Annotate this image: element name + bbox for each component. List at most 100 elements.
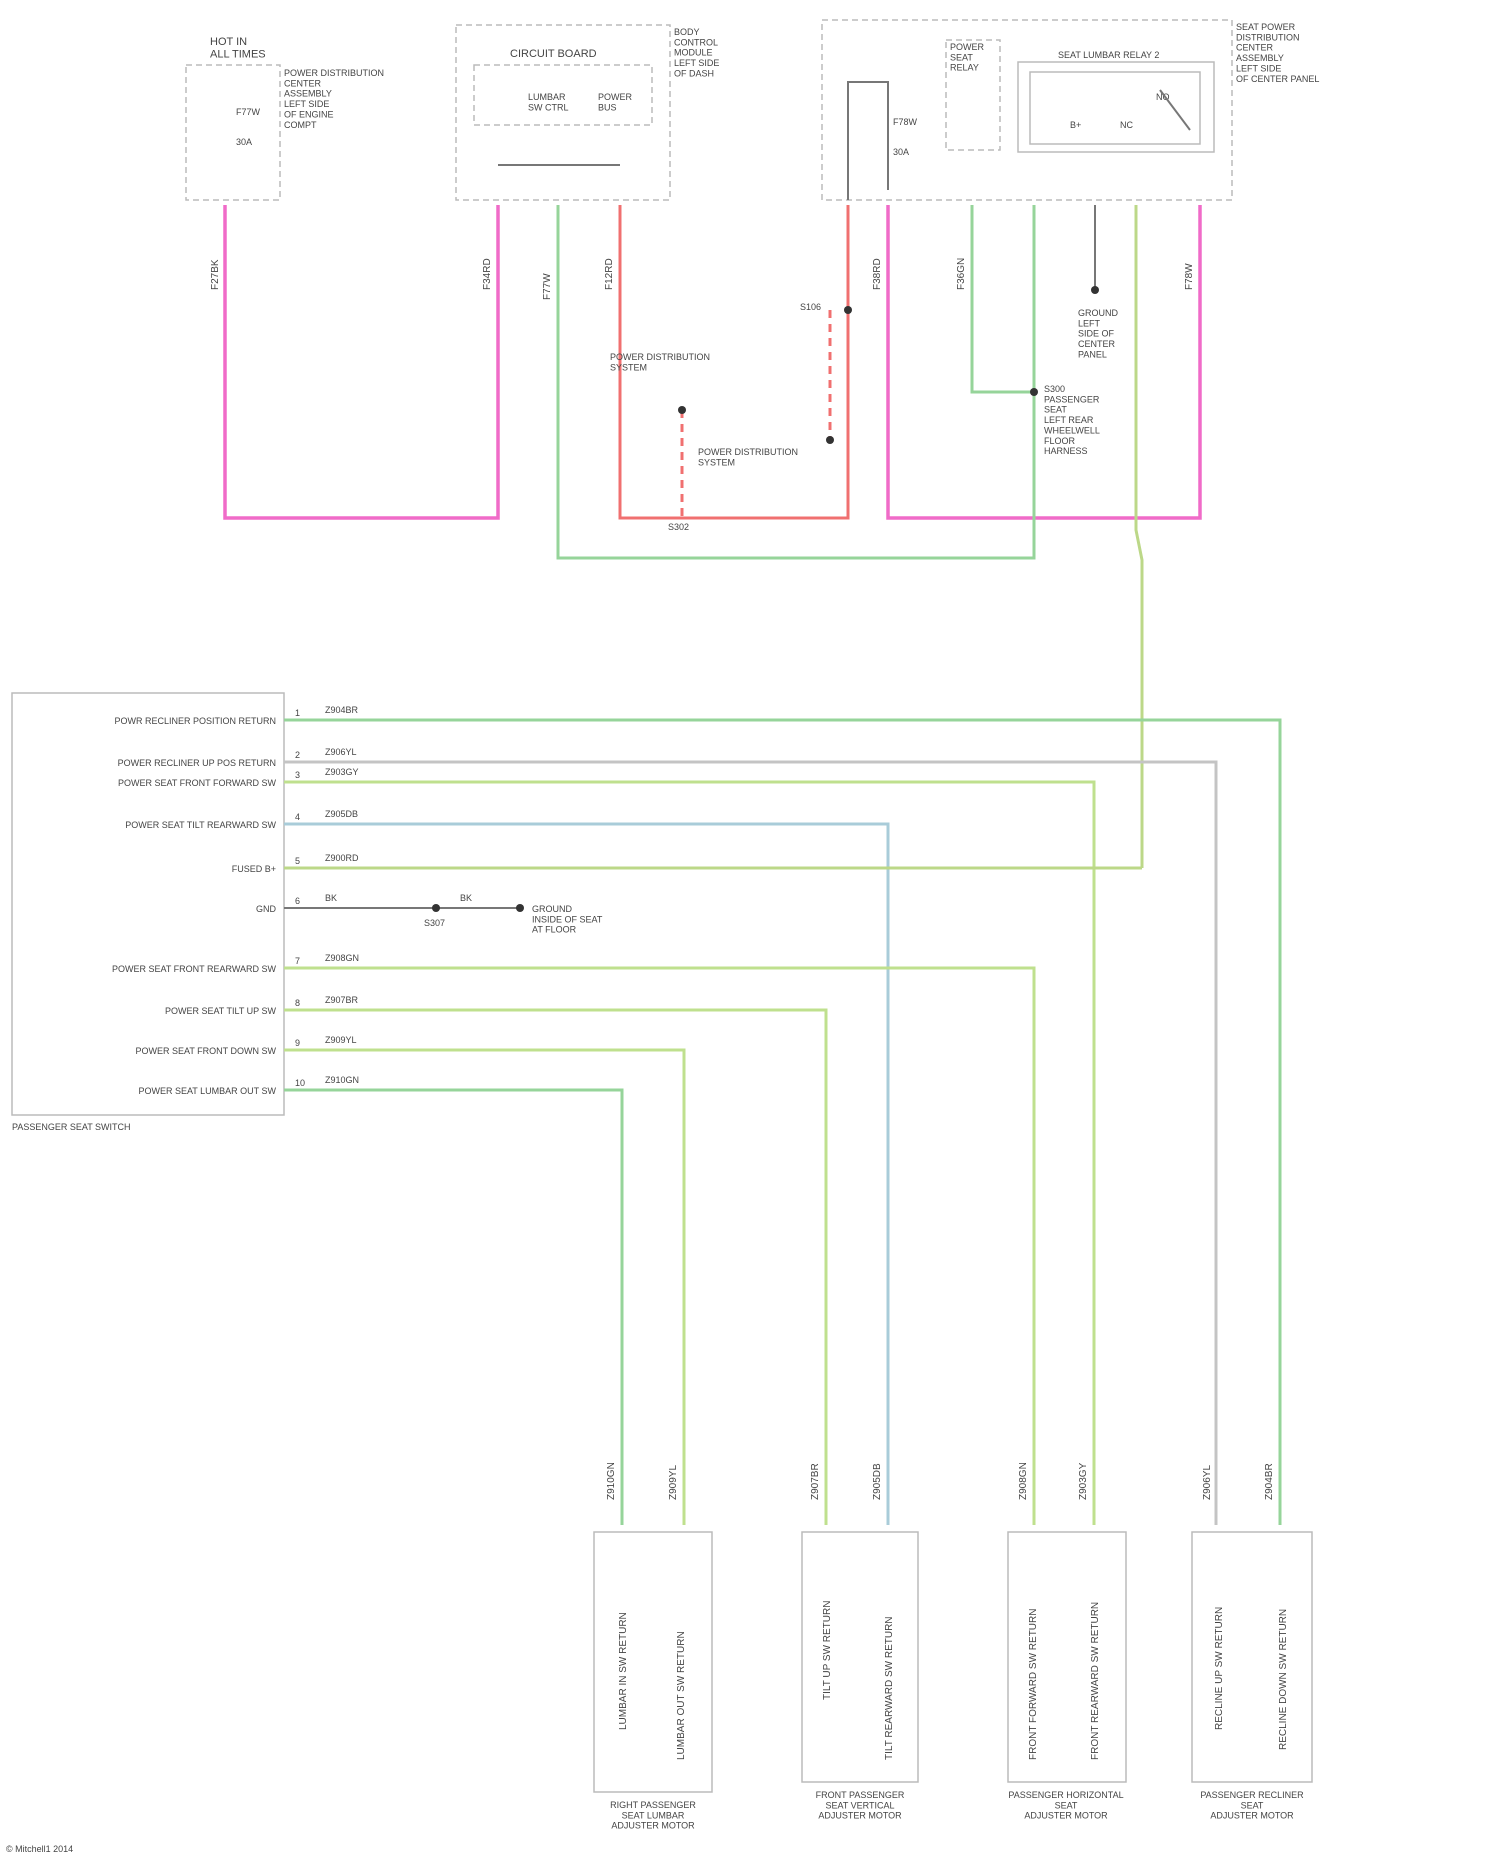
pin-num-4: 4 <box>295 812 300 822</box>
wire-pin-4 <box>284 824 888 1525</box>
pin-num-6: 6 <box>295 896 300 906</box>
motor-lumbar-pin-1: LUMBAR IN SW RETURN <box>618 1612 629 1730</box>
fuse-block-box <box>186 65 280 200</box>
ground-splice-dot <box>432 904 440 912</box>
motor-recliner-wire-1: Z906YL <box>1202 1465 1213 1500</box>
wire-label-6: F38RD <box>872 258 883 290</box>
circuit-board-title: CIRCUIT BOARD <box>510 48 597 60</box>
pin-label-8: POWER SEAT TILT UP SW <box>165 1006 277 1016</box>
motor-vertical-pin-2: TILT REARWARD SW RETURN <box>884 1616 895 1760</box>
seat-power-center-box <box>822 20 1232 200</box>
wire-pin-1 <box>284 720 1280 1525</box>
power-bus-label: POWERBUS <box>598 92 633 112</box>
seat-module-inner-line <box>848 82 888 200</box>
pin-wire-6: BK <box>325 893 337 903</box>
switch-pin-3: POWER SEAT FRONT FORWARD SW 3 Z903GY <box>118 767 359 788</box>
pin-wire-3: Z903GY <box>325 767 359 777</box>
relay-contact-line <box>1160 90 1190 130</box>
footer-copyright: © Mitchell1 2014 <box>6 1844 73 1854</box>
motor-recliner-box <box>1192 1532 1312 1782</box>
pin-label-7: POWER SEAT FRONT REARWARD SW <box>112 964 277 974</box>
seat-lumbar-relay-label: SEAT LUMBAR RELAY 2 <box>1058 50 1159 60</box>
pin-label-5: FUSED B+ <box>232 864 276 874</box>
motor-vertical-pin-1: TILT UP SW RETURN <box>822 1601 833 1700</box>
motor-lumbar-wire-1: Z910GN <box>606 1462 617 1500</box>
wire-pin-9 <box>284 1050 684 1525</box>
switch-ground-note: GROUNDINSIDE OF SEATAT FLOOR <box>532 904 603 935</box>
pin-wire-1: Z904BR <box>325 705 359 715</box>
ground-bk-label: BK <box>460 893 472 903</box>
motor-recliner-pin-1: RECLINE UP SW RETURN <box>1214 1607 1225 1730</box>
pin-num-8: 8 <box>295 998 300 1008</box>
passenger-seat-switch-name: PASSENGER SEAT SWITCH <box>12 1122 131 1132</box>
seat-lumbar-relay-box <box>1018 62 1214 152</box>
motor-horizontal-wire-2: Z903GY <box>1078 1462 1089 1500</box>
motor-vertical-wire-2: Z905DB <box>872 1463 883 1500</box>
pin-label-3: POWER SEAT FRONT FORWARD SW <box>118 778 277 788</box>
wire-label-3: F77W <box>542 273 553 300</box>
pin-num-1: 1 <box>295 708 300 718</box>
splice-dot-3 <box>844 306 852 314</box>
motor-lumbar-box <box>594 1532 712 1792</box>
pin-num-3: 3 <box>295 770 300 780</box>
pin-wire-9: Z909YL <box>325 1035 357 1045</box>
ground-dot <box>1091 286 1099 294</box>
motor-horizontal-pin-2: FRONT REARWARD SW RETURN <box>1090 1602 1101 1760</box>
wire-label-2: F34RD <box>482 258 493 290</box>
pin-label-2: POWER RECLINER UP POS RETURN <box>118 758 276 768</box>
switch-pin-2: POWER RECLINER UP POS RETURN 2 Z906YL <box>118 747 357 768</box>
pin-wire-10: Z910GN <box>325 1075 359 1085</box>
wire-pin-7 <box>284 968 1034 1525</box>
pin-num-10: 10 <box>295 1078 305 1088</box>
ground-end-dot <box>516 904 524 912</box>
pink-wire-right <box>888 205 1200 518</box>
pin-wire-7: Z908GN <box>325 953 359 963</box>
switch-pin-8: POWER SEAT TILT UP SW 8 Z907BR <box>165 995 359 1016</box>
splice-note-4: S106 <box>800 302 821 312</box>
motor-horizontal-box <box>1008 1532 1126 1782</box>
olive-wire-down <box>1136 205 1142 868</box>
wire-pin-2 <box>284 762 1216 1525</box>
motor-horizontal-wire-1: Z908GN <box>1018 1462 1029 1500</box>
wire-label-1: F27BK <box>210 259 221 290</box>
wire-label-4: F12RD <box>604 258 615 290</box>
wire-pin-8 <box>284 1010 826 1525</box>
pin-num-5: 5 <box>295 856 300 866</box>
pin-label-4: POWER SEAT TILT REARWARD SW <box>125 820 276 830</box>
seat-label-nc: NC <box>1120 120 1133 130</box>
wire-label-5: F36GN <box>956 258 967 290</box>
splice-note-3: S302 <box>668 522 689 532</box>
pin-label-10: POWER SEAT LUMBAR OUT SW <box>138 1086 276 1096</box>
seat-label-30a: 30A <box>893 147 909 157</box>
motor-vertical-box <box>802 1532 918 1782</box>
motor-horizontal-pin-1: FRONT FORWARD SW RETURN <box>1028 1609 1039 1760</box>
splice-desc: S300PASSENGERSEATLEFT REARWHEELWELLFLOOR… <box>1044 384 1100 456</box>
ground-splice-label: S307 <box>424 918 445 928</box>
motor-vertical-wire-1: Z907BR <box>810 1463 821 1500</box>
motor-recliner-wire-2: Z904BR <box>1264 1463 1275 1500</box>
splice-dot-2 <box>826 436 834 444</box>
seat-label-bplus: B+ <box>1070 120 1081 130</box>
fuse-label-b: 30A <box>236 137 252 147</box>
pin-wire-4: Z905DB <box>325 809 358 819</box>
motor-recliner: PASSENGER RECLINERSEATADJUSTER MOTOR REC… <box>1192 1463 1312 1820</box>
splice-dot-1 <box>678 406 686 414</box>
splice-dot-4 <box>1030 388 1038 396</box>
motor-lumbar-wire-2: Z909YL <box>668 1465 679 1500</box>
motor-horizontal: PASSENGER HORIZONTALSEATADJUSTER MOTOR F… <box>1008 1462 1126 1820</box>
seat-label-f78w: F78W <box>893 117 918 127</box>
pink-wire-left <box>225 205 498 518</box>
wire-pin-3 <box>284 782 1094 1525</box>
switch-pin-4: POWER SEAT TILT REARWARD SW 4 Z905DB <box>125 809 358 830</box>
